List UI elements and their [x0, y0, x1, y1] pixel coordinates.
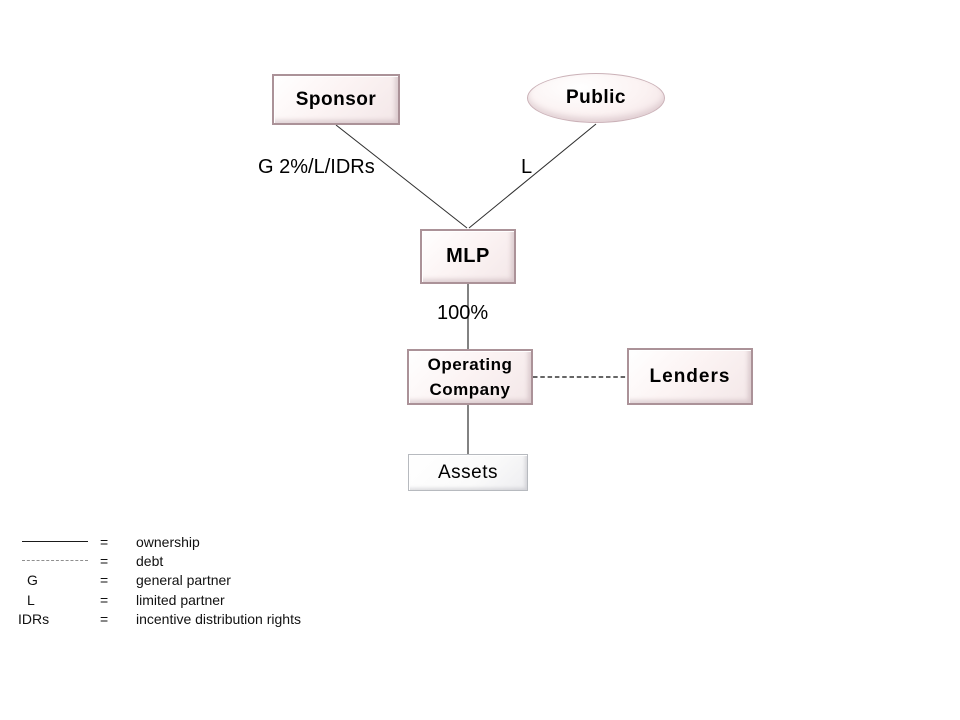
sponsor-label: Sponsor: [295, 88, 377, 110]
lenders-node: Lenders: [627, 348, 753, 405]
legend: = ownership = debt G = general partner L…: [18, 532, 301, 628]
public-label: Public: [565, 87, 626, 108]
assets-label: Assets: [437, 461, 499, 483]
dashed-line-symbol: [22, 560, 88, 562]
legend-row-idrs: IDRs = incentive distribution rights: [18, 609, 301, 628]
legend-desc-debt: debt: [136, 552, 164, 569]
legend-desc-ownership: ownership: [136, 533, 200, 550]
mlp-label: MLP: [446, 245, 490, 267]
sponsor-mlp-edge-label: G 2%/L/IDRs: [258, 156, 375, 178]
edge-sponsor-to-mlp: [335, 124, 468, 229]
legend-desc-limited-partner: limited partner: [136, 591, 225, 608]
lenders-label: Lenders: [649, 365, 731, 387]
assets-node: Assets: [408, 454, 528, 491]
legend-row-limited-partner: L = limited partner: [18, 590, 301, 609]
edge-public-to-mlp: [468, 123, 597, 229]
public-mlp-edge-label: L: [521, 156, 533, 178]
operating-company-label-line1: Operating: [427, 355, 513, 374]
legend-symbol-idrs: IDRs: [18, 610, 50, 627]
operating-company-node: Operating Company: [407, 349, 533, 405]
mlp-node: MLP: [420, 229, 516, 284]
sponsor-node: Sponsor: [272, 74, 400, 125]
legend-desc-idrs: incentive distribution rights: [136, 610, 301, 627]
public-node: Public: [527, 73, 665, 123]
equals-sign: =: [100, 533, 109, 550]
equals-sign: =: [100, 610, 109, 627]
equals-sign: =: [100, 572, 109, 589]
solid-line-symbol: [22, 541, 88, 543]
ownership-percentage-label: 100%: [437, 302, 489, 324]
legend-desc-general-partner: general partner: [136, 572, 231, 589]
legend-row-debt: = debt: [18, 551, 301, 570]
operating-company-label-line2: Company: [429, 380, 511, 399]
legend-symbol-l: L: [27, 591, 35, 608]
equals-sign: =: [100, 552, 109, 569]
equals-sign: =: [100, 591, 109, 608]
legend-row-general-partner: G = general partner: [18, 571, 301, 590]
legend-row-ownership: = ownership: [18, 532, 301, 551]
legend-symbol-g: G: [27, 572, 38, 589]
